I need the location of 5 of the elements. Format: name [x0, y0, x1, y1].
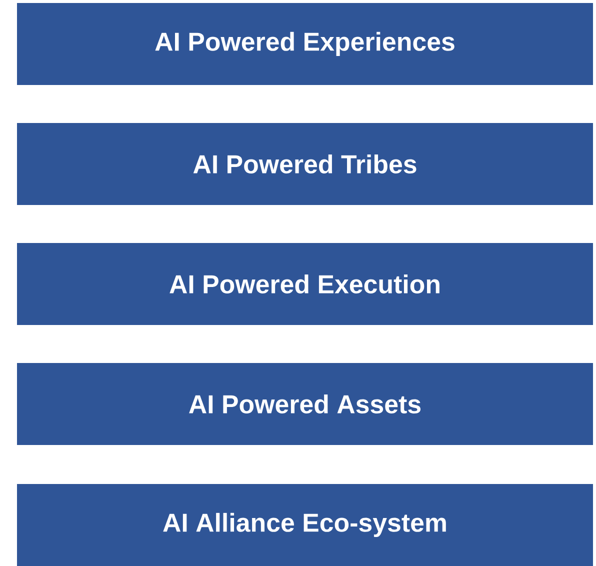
process-box: AI Powered Execution [17, 242, 593, 325]
process-box: AI Powered Experiences [17, 3, 593, 85]
process-box: AI Powered Tribes [17, 122, 593, 205]
process-box: AI Alliance Eco-system [17, 484, 593, 566]
process-box: AI Powered Assets [17, 362, 593, 445]
